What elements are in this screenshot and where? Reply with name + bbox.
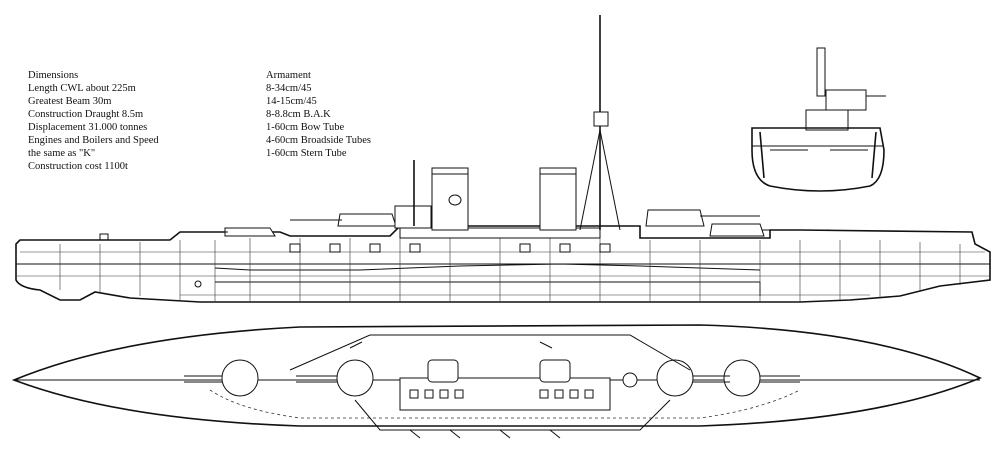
- side-superstructure: [399, 227, 601, 239]
- plan-view: [11, 324, 982, 439]
- plan-mast: [622, 372, 638, 388]
- dimension-line: Construction cost 1100t: [28, 161, 128, 172]
- plan-funnel-2: [539, 359, 571, 383]
- side-bow-gear: [99, 233, 109, 241]
- armament-line: 8-34cm/45: [266, 83, 312, 94]
- dimensions-block: Dimensions Length CWL about 225m Greates…: [28, 69, 159, 173]
- dimension-line: Displacement 31.000 tonnes: [28, 122, 148, 133]
- section-mast: [816, 47, 826, 97]
- plan-deckhouse: [399, 377, 611, 411]
- plan-turret: [221, 359, 259, 397]
- plan-turret: [336, 359, 374, 397]
- side-armour-belt: [214, 263, 761, 271]
- armament-block: Armament 8-34cm/45 14-15cm/45 8-8.8cm B.…: [266, 69, 371, 160]
- plan-superstructure: [289, 334, 691, 371]
- armament-line: 4-60cm Broadside Tubes: [266, 135, 371, 146]
- plan-armour-deck: [209, 389, 801, 419]
- plan-boats: [409, 389, 594, 399]
- armament-line: 8-8.8cm B.A.K: [266, 109, 331, 120]
- section-hull: [751, 127, 885, 192]
- side-funnel-2: [539, 167, 577, 231]
- section-superstructure: [805, 109, 849, 131]
- dimension-line: the same as "K": [28, 148, 96, 159]
- section-armour: [759, 131, 877, 179]
- side-anchor-hawse: [194, 280, 202, 288]
- dimension-line: Engines and Boilers and Speed: [28, 135, 159, 146]
- plan-secondary-guns: [349, 341, 561, 439]
- armament-line: 1-60cm Bow Tube: [266, 122, 345, 133]
- armament-title: Armament: [266, 70, 311, 81]
- side-boat: [448, 194, 462, 206]
- section-turret: [825, 89, 867, 111]
- plan-funnel-1: [427, 359, 459, 383]
- dimension-line: Length CWL about 225m: [28, 83, 136, 94]
- plan-hull: [11, 324, 982, 427]
- plan-turret: [656, 359, 694, 397]
- side-hull: [15, 225, 991, 303]
- plan-turrets: [221, 359, 761, 397]
- side-frame-lines: [59, 238, 961, 302]
- side-turret-b: [337, 213, 397, 227]
- dimensions-title: Dimensions: [28, 70, 79, 81]
- side-forward-bridge: [394, 205, 432, 229]
- plan-side-bulkhead: [354, 399, 671, 431]
- side-turret-a: [224, 227, 276, 237]
- side-elevation: [15, 15, 991, 303]
- dimension-line: Greatest Beam 30m: [28, 96, 112, 107]
- side-lower-belt: [215, 281, 761, 296]
- side-turret-d: [709, 223, 765, 237]
- plan-gun-barrels: [184, 375, 800, 383]
- side-turret-c: [645, 209, 705, 227]
- cross-section: [751, 47, 886, 192]
- armament-line: 14-15cm/45: [266, 96, 317, 107]
- dimension-line: Construction Draught 8.5m: [28, 109, 144, 120]
- side-casemates: [289, 243, 611, 253]
- plan-turret: [723, 359, 761, 397]
- armament-line: 1-60cm Stern Tube: [266, 148, 347, 159]
- side-spotting-top: [593, 111, 609, 127]
